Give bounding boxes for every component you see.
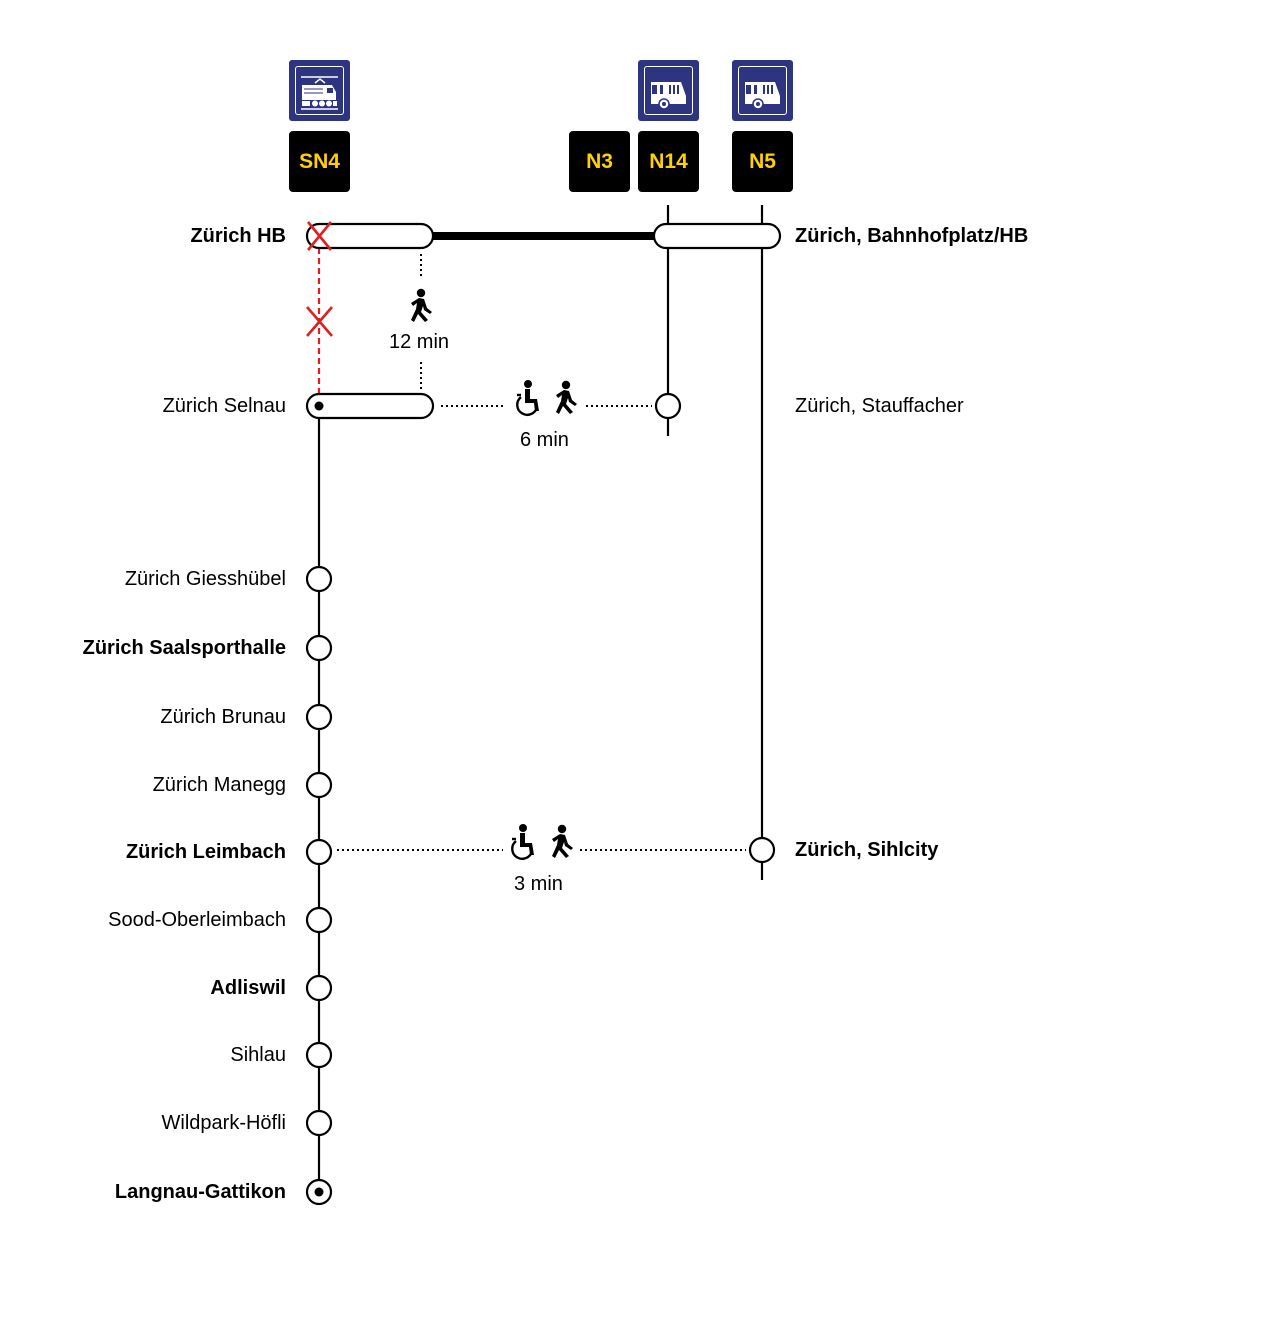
station-label: Sood-Oberleimbach <box>108 909 286 931</box>
transfer-duration: 6 min <box>520 429 569 451</box>
station-stop[interactable] <box>305 771 333 799</box>
station-stop[interactable] <box>305 838 333 866</box>
station-pill-zurich-hb[interactable] <box>305 222 435 250</box>
line-badge-n3[interactable]: N3 <box>569 131 630 192</box>
station-stop[interactable] <box>305 906 333 934</box>
walking-icon <box>552 824 573 858</box>
station-stop[interactable] <box>305 1109 333 1137</box>
walking-icon <box>411 288 432 322</box>
current-position-dot <box>314 401 324 411</box>
station-label: Zürich Brunau <box>160 706 286 728</box>
bus-mode-icon-n5 <box>732 60 793 121</box>
station-sihlcity[interactable] <box>748 836 776 864</box>
station-stop[interactable] <box>305 565 333 593</box>
line-badge-n5[interactable]: N5 <box>732 131 793 192</box>
station-label: Zürich HB <box>190 225 286 247</box>
station-label: Zürich Giesshübel <box>124 568 286 590</box>
station-label: Langnau-Gattikon <box>114 1181 286 1203</box>
station-label: Zürich, Sihlcity <box>795 839 939 861</box>
station-stauffacher[interactable] <box>654 392 682 420</box>
bus-mode-icon-n14 <box>638 60 699 121</box>
station-label: Zürich Selnau <box>162 395 286 417</box>
walking-icon <box>556 380 577 414</box>
train-mode-icon <box>289 60 350 121</box>
wheelchair-icon <box>515 378 541 417</box>
line-badge-n14[interactable]: N14 <box>638 131 699 192</box>
station-label: Sihlau <box>230 1044 286 1066</box>
station-label: Zürich, Bahnhofplatz/HB <box>795 225 1029 247</box>
cancelled-x-icon <box>306 221 333 251</box>
station-pill-bahnhofplatz[interactable] <box>652 222 782 250</box>
station-stop[interactable] <box>305 974 333 1002</box>
station-label: Adliswil <box>210 977 286 999</box>
station-stop[interactable] <box>305 1041 333 1069</box>
station-pill-selnau[interactable] <box>305 392 435 420</box>
station-stop[interactable] <box>305 703 333 731</box>
bus-icon <box>651 82 686 110</box>
terminus-dot <box>314 1187 324 1197</box>
wheelchair-icon <box>510 822 536 861</box>
line-badge-sn4[interactable]: SN4 <box>289 131 350 192</box>
cancelled-x-icon <box>306 306 333 337</box>
station-label: Zürich, Stauffacher <box>795 395 964 417</box>
station-stop[interactable] <box>305 634 333 662</box>
station-label: Zürich Manegg <box>152 774 286 796</box>
transfer-duration: 3 min <box>514 873 563 895</box>
transfer-duration: 12 min <box>389 331 450 353</box>
station-label: Zürich Leimbach <box>125 841 286 863</box>
station-label: Wildpark-Höfli <box>161 1112 286 1134</box>
train-icon <box>301 76 338 110</box>
station-label: Zürich Saalsporthalle <box>82 637 286 659</box>
bus-icon <box>745 82 780 110</box>
